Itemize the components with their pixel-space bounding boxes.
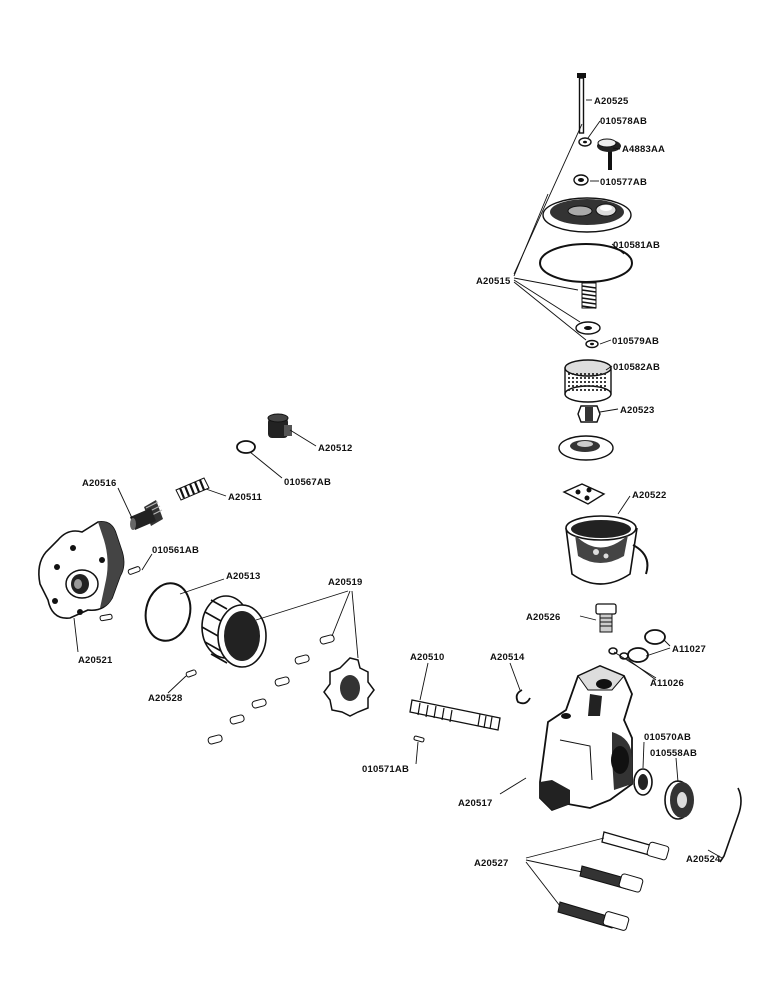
label-a20527: A20527: [474, 858, 508, 869]
washer-010577ab: [573, 174, 589, 186]
rollers-a20519: [207, 634, 335, 745]
label-010581ab: 010581AB: [613, 240, 660, 251]
spring: [581, 282, 597, 309]
label-a20513: A20513: [226, 571, 260, 582]
bushing-010570ab: [633, 768, 653, 796]
label-a20515: A20515: [476, 276, 511, 287]
studs-a20527: [557, 831, 670, 931]
shaft-a20510: [409, 699, 501, 731]
label-a11026: A11026: [650, 678, 684, 689]
clip-a20524: [719, 787, 742, 863]
label-010577ab: 010577AB: [600, 177, 647, 188]
nut-a20523: [577, 405, 601, 423]
snapring-a20514: [515, 689, 531, 705]
label-010571ab: 010571AB: [362, 764, 409, 775]
cover-plate: [542, 197, 632, 233]
label-a20514: A20514: [490, 652, 525, 663]
leader-lines: [73, 99, 723, 907]
bowl-a20522: [565, 515, 649, 585]
fitting-a20526: [595, 603, 617, 633]
label-a20519: A20519: [328, 577, 362, 588]
pin-cover: [99, 613, 113, 622]
label-a20522: A20522: [632, 490, 666, 501]
ring-010567ab: [236, 440, 256, 454]
pin-010561ab: [127, 566, 141, 575]
washer-010579ab: [585, 339, 599, 349]
label-010579ab: 010579AB: [612, 336, 659, 347]
label-a20512: A20512: [318, 443, 352, 454]
key-010571ab: [413, 735, 425, 743]
bearing-010558ab: [664, 780, 694, 820]
label-a20523: A20523: [620, 405, 654, 416]
part-labels: A20525 010578AB A4883AA 010577AB 010581A…: [78, 96, 721, 869]
label-010570ab: 010570AB: [644, 732, 691, 743]
label-a20526: A20526: [526, 612, 560, 623]
washer-010578ab: [578, 137, 592, 147]
label-a20528: A20528: [148, 693, 182, 704]
bolt-a20525: [577, 73, 586, 134]
ring-a11026-a: [608, 647, 618, 655]
inner-rotor: [323, 657, 375, 717]
label-a20517: A20517: [458, 798, 492, 809]
flat-washer: [575, 321, 601, 335]
knob-a4883aa: [597, 138, 621, 170]
label-a20511: A20511: [228, 492, 262, 503]
outer-rotor: [201, 595, 267, 668]
body-a20517: [539, 665, 633, 812]
plunger-a20516: [130, 500, 163, 530]
oring-010581ab: [539, 243, 633, 283]
oring-a20513: [144, 582, 192, 642]
cover-a20521: [38, 520, 125, 619]
label-010582ab: 010582AB: [613, 362, 660, 373]
dish-plate: [558, 435, 614, 461]
spring-a20511: [175, 477, 210, 501]
label-a20525: A20525: [594, 96, 629, 107]
filter-010582ab: [564, 359, 612, 403]
ring-a11027-a: [644, 629, 666, 645]
label-a20510: A20510: [410, 652, 444, 663]
label-a11027: A11027: [672, 644, 706, 655]
label-010578ab: 010578AB: [600, 116, 647, 127]
label-a4883aa: A4883AA: [622, 144, 665, 155]
plug-a20512: [267, 413, 292, 438]
pin-a20528: [185, 669, 197, 678]
label-a20516: A20516: [82, 478, 116, 489]
label-010558ab: 010558AB: [650, 748, 697, 759]
label-010567ab: 010567AB: [284, 477, 331, 488]
label-010561ab: 010561AB: [152, 545, 199, 556]
label-a20521: A20521: [78, 655, 113, 666]
ring-a11027-b: [627, 647, 649, 663]
gasket-plate: [562, 483, 606, 505]
label-a20524: A20524: [686, 854, 721, 865]
